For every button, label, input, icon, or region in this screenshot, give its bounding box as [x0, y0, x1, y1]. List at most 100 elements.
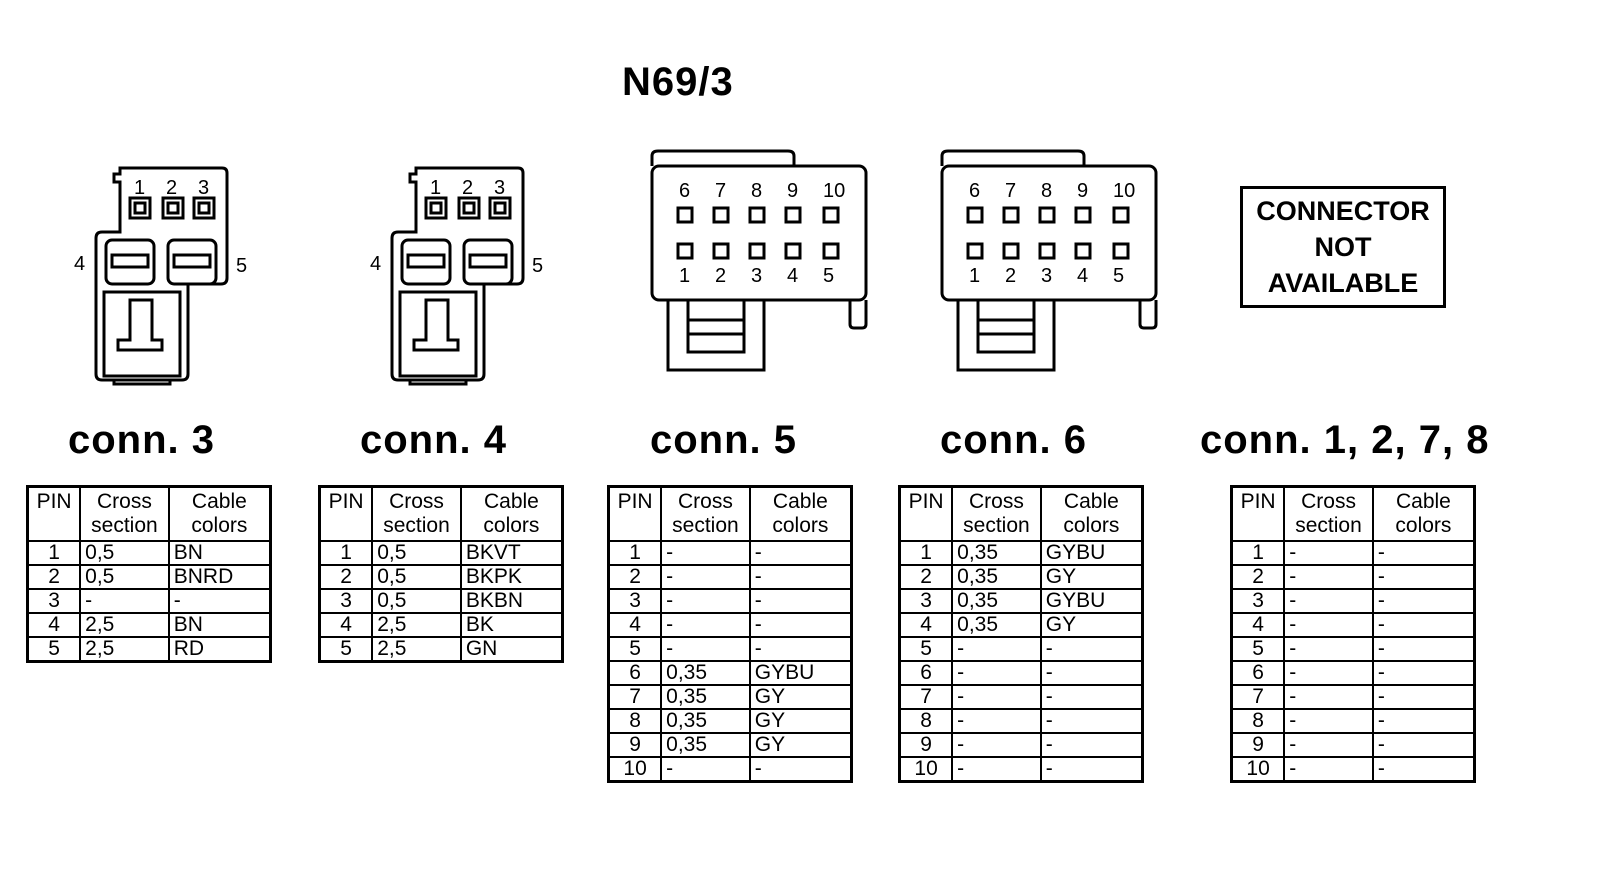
cross-section-cell: -: [1283, 660, 1374, 686]
table-row: 1--: [1230, 540, 1476, 566]
cable-color-cell: -: [1371, 564, 1476, 590]
connector-5-title: conn. 5: [650, 418, 798, 462]
pin-label: 8: [1041, 180, 1052, 202]
pin-label: 1: [969, 265, 980, 287]
pin-number-cell: 2: [318, 564, 374, 590]
cross-section-cell: 0,5: [371, 588, 462, 614]
column-header: Cable colors: [1371, 485, 1476, 542]
pin-label: 7: [1005, 180, 1016, 202]
pin-number-cell: 7: [898, 684, 954, 710]
column-header: PIN: [1230, 485, 1286, 542]
cable-color-cell: -: [748, 636, 853, 662]
cable-color-cell: -: [1039, 708, 1144, 734]
connector-not-available-box: CONNECTOR NOT AVAILABLE: [1240, 186, 1446, 308]
table-row: 10--: [898, 756, 1144, 783]
cross-section-cell: 0,5: [79, 540, 170, 566]
cable-color-cell: -: [1371, 540, 1476, 566]
connector-1-2-7-8-title: conn. 1, 2, 7, 8: [1200, 418, 1490, 462]
cable-color-cell: -: [748, 540, 853, 566]
pin-number-cell: 6: [898, 660, 954, 686]
cable-color-cell: -: [1371, 636, 1476, 662]
cable-color-cell: -: [1039, 756, 1144, 783]
pin-number-cell: 9: [607, 732, 663, 758]
cable-color-cell: BKVT: [459, 540, 564, 566]
pin-label: 5: [532, 255, 543, 277]
column-header: Cable colors: [748, 485, 853, 542]
cable-color-cell: -: [1039, 660, 1144, 686]
table-row: 2--: [1230, 564, 1476, 590]
pin-number-cell: 8: [1230, 708, 1286, 734]
pin-label: 3: [751, 265, 762, 287]
column-header: PIN: [607, 485, 663, 542]
cable-color-cell: BN: [167, 540, 272, 566]
cross-section-cell: -: [660, 636, 751, 662]
cable-color-cell: GYBU: [1039, 540, 1144, 566]
cable-color-cell: GN: [459, 636, 564, 663]
unavailable-line: AVAILABLE: [1267, 268, 1419, 298]
column-header: Cross section: [660, 485, 751, 542]
pin-number-cell: 7: [1230, 684, 1286, 710]
cross-section-cell: 0,35: [660, 732, 751, 758]
cross-section-cell: -: [1283, 588, 1374, 614]
pin-number-cell: 1: [26, 540, 82, 566]
cable-color-cell: BK: [459, 612, 564, 638]
table-row: 7--: [898, 684, 1144, 710]
table-row: 6--: [898, 660, 1144, 686]
pin-number-cell: 2: [26, 564, 82, 590]
cable-color-cell: -: [167, 588, 272, 614]
diagram-title: N69/3: [622, 60, 734, 104]
column-header: PIN: [898, 485, 954, 542]
cross-section-cell: -: [660, 564, 751, 590]
cross-section-cell: -: [1283, 708, 1374, 734]
cross-section-cell: 0,35: [951, 588, 1042, 614]
cross-section-cell: -: [79, 588, 170, 614]
pin-label: 3: [494, 177, 505, 199]
pin-number-cell: 8: [607, 708, 663, 734]
cable-color-cell: GY: [748, 684, 853, 710]
pin-number-cell: 3: [318, 588, 374, 614]
pin-label: 1: [430, 177, 441, 199]
pin-label: 9: [787, 180, 798, 202]
table-row: 2--: [607, 564, 853, 590]
table-row: 9--: [1230, 732, 1476, 758]
pin-label: 7: [715, 180, 726, 202]
pin-number-cell: 4: [1230, 612, 1286, 638]
cable-color-cell: -: [748, 612, 853, 638]
column-header: Cross section: [1283, 485, 1374, 542]
table-row: 8--: [1230, 708, 1476, 734]
pin-number-cell: 8: [898, 708, 954, 734]
cross-section-cell: -: [951, 684, 1042, 710]
pin-number-cell: 4: [26, 612, 82, 638]
cable-color-cell: -: [1371, 732, 1476, 758]
cross-section-cell: -: [1283, 612, 1374, 638]
cross-section-cell: 0,35: [951, 540, 1042, 566]
pin-label: 2: [715, 265, 726, 287]
unavailable-line: NOT: [1314, 232, 1372, 262]
pin-label: 8: [751, 180, 762, 202]
table-row: 5--: [898, 636, 1144, 662]
cable-color-cell: -: [748, 564, 853, 590]
cross-section-cell: 2,5: [371, 612, 462, 638]
cross-section-cell: -: [1283, 564, 1374, 590]
cross-section-cell: 0,35: [660, 708, 751, 734]
connector-4-diagram: 1 2 3 4 5: [366, 160, 556, 390]
cross-section-cell: 0,35: [951, 612, 1042, 638]
pin-label: 9: [1077, 180, 1088, 202]
column-header: Cable colors: [1039, 485, 1144, 542]
